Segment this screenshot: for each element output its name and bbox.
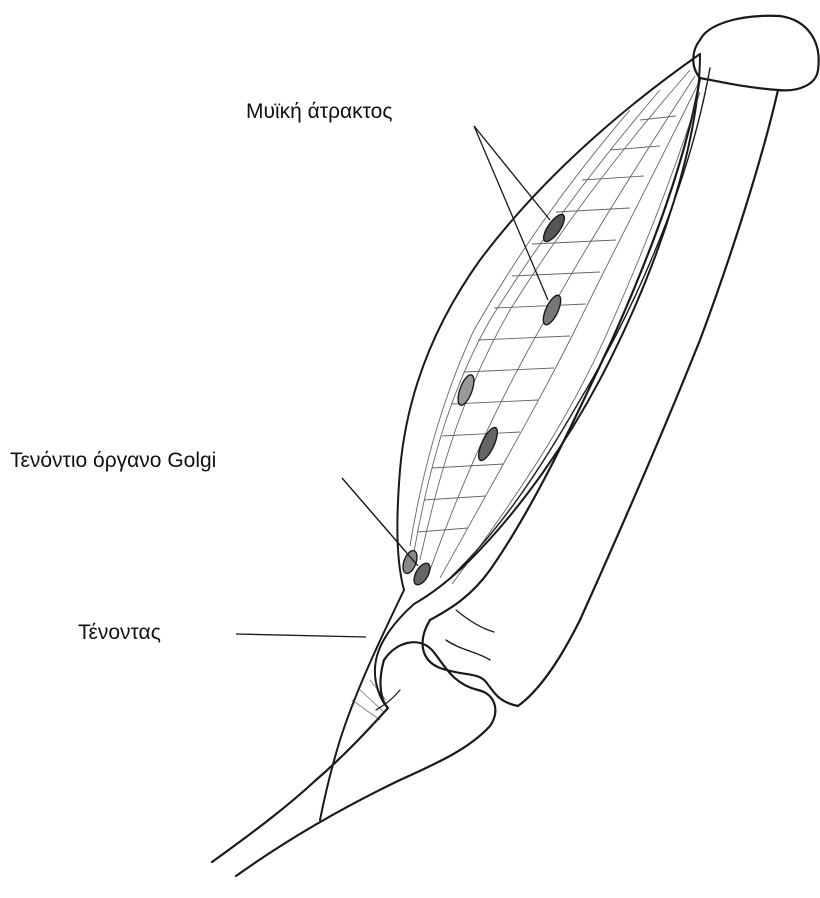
muscle-spindle-4 [475,425,501,463]
golgi-tendon-organ-label: Τενόντιο όργανο Golgi [10,450,216,471]
golgi-tendon-organs [400,549,433,588]
tendon-label: Τένοντας [78,622,161,643]
spindle-pointer-1 [474,126,550,220]
tendon [320,590,414,820]
muscle-fibres [410,70,700,584]
bone [423,16,819,706]
muscle-spindle-label: Μυϊκή άτρακτος [246,101,392,122]
golgi-pointer-2 [342,478,418,566]
tendon-pointer [236,634,366,637]
muscle-belly [397,54,710,604]
forearm-bone [212,642,495,876]
spindle-pointer-2 [474,126,548,300]
muscle-spindle-2 [540,293,564,327]
muscle-spindle-1 [540,211,568,244]
pointer-lines [236,126,550,637]
muscle-spindle-3 [455,373,477,407]
